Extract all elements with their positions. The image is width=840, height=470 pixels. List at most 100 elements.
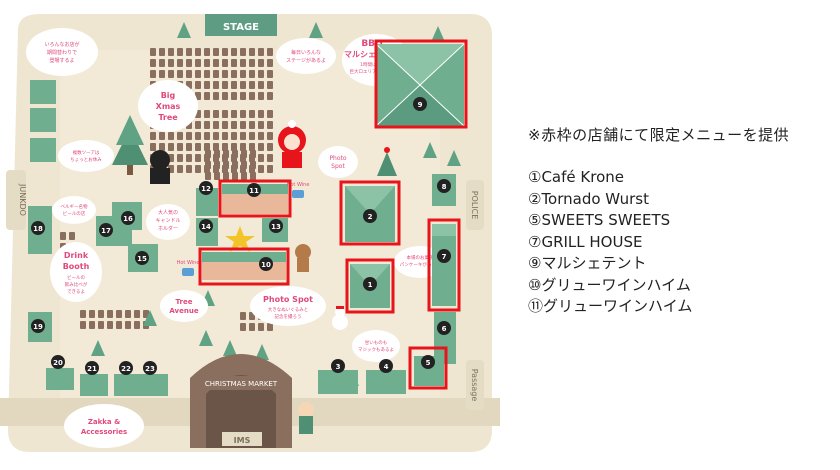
stall-badge-19[interactable]: 19	[31, 319, 45, 333]
stall-badge-14[interactable]: 14	[199, 219, 213, 233]
seat	[222, 81, 228, 89]
seat	[241, 150, 247, 158]
stall-badge-3[interactable]: 3	[331, 359, 345, 373]
seat	[213, 121, 219, 129]
stall-badge-7[interactable]: 7	[437, 249, 451, 263]
svg-text:CHRISTMAS MARKET: CHRISTMAS MARKET	[205, 380, 278, 388]
seat	[240, 70, 246, 78]
svg-text:Xmas: Xmas	[156, 102, 181, 111]
stall-row-bottom	[46, 368, 406, 396]
svg-text:Passage: Passage	[470, 369, 479, 402]
big-xmas-tree-icon	[112, 115, 148, 175]
seat	[69, 232, 75, 240]
seat	[258, 92, 264, 100]
star-decoration-icon	[225, 226, 255, 252]
seat	[205, 150, 211, 158]
seat	[232, 172, 238, 180]
legend-item: ⑩グリューワインハイム	[528, 275, 691, 294]
seat	[159, 48, 165, 56]
seat	[267, 323, 273, 331]
stall-badge-23[interactable]: 23	[143, 361, 157, 375]
svg-text:ちょっとお休み: ちょっとお休み	[70, 156, 102, 163]
seat	[168, 143, 174, 151]
seat	[231, 59, 237, 67]
stall-badge-2[interactable]: 2	[363, 209, 377, 223]
stall-badge-8[interactable]: 8	[437, 179, 451, 193]
seat	[195, 143, 201, 151]
bubble-top-left: いろんなお店が 期間替わりで 登場するよ	[26, 28, 98, 76]
seat	[258, 48, 264, 56]
stall-badge-5[interactable]: 5	[421, 355, 435, 369]
stall-badge-18[interactable]: 18	[31, 221, 45, 235]
stall-badge-4[interactable]: 4	[379, 359, 393, 373]
seat	[231, 70, 237, 78]
seat	[249, 323, 255, 331]
stall-badge-9[interactable]: 9	[413, 97, 427, 111]
svg-text:Spot: Spot	[331, 163, 345, 170]
street-sign-right-bottom: Passage	[466, 360, 484, 410]
stall-badge-10[interactable]: 10	[259, 257, 273, 271]
seat	[249, 92, 255, 100]
seat	[267, 132, 273, 140]
seat	[186, 143, 192, 151]
seat	[267, 154, 273, 162]
seat	[125, 310, 131, 318]
seat	[213, 48, 219, 56]
seat	[195, 48, 201, 56]
stall-badge-17[interactable]: 17	[99, 223, 113, 237]
stall-badge-6[interactable]: 6	[437, 321, 451, 335]
bubble-left-lower: ベルギー名物 ビールの店	[52, 196, 96, 224]
seat	[150, 143, 156, 151]
seat	[107, 310, 113, 318]
svg-text:いろんなお店が: いろんなお店が	[44, 41, 79, 48]
bubble-tree-avenue: Tree Avenue	[160, 290, 208, 322]
stall-badge-1[interactable]: 1	[363, 277, 377, 291]
seat	[258, 323, 264, 331]
seat	[186, 70, 192, 78]
seat	[168, 132, 174, 140]
seat	[204, 48, 210, 56]
bubble-bottom: 甘いものも マジックもあるよ	[352, 330, 400, 362]
stall-number: 21	[87, 365, 97, 373]
seat	[222, 110, 228, 118]
stall-badge-15[interactable]: 15	[135, 251, 149, 265]
seat	[258, 121, 264, 129]
seat	[195, 132, 201, 140]
svg-text:本場のお菓子: 本場のお菓子	[407, 254, 434, 261]
seat	[134, 310, 140, 318]
stall-badge-13[interactable]: 13	[269, 219, 283, 233]
stall-number: 14	[201, 223, 211, 231]
svg-text:Big: Big	[161, 91, 176, 100]
stall-number: 23	[145, 365, 155, 373]
legend-item: ②Tornado Wurst	[528, 189, 649, 208]
stall-badge-20[interactable]: 20	[51, 355, 65, 369]
seat	[249, 81, 255, 89]
bubble-photo-spot-1: Photo Spot	[318, 146, 358, 178]
svg-text:甘いものも: 甘いものも	[365, 339, 388, 346]
seat	[231, 121, 237, 129]
seat	[222, 70, 228, 78]
svg-text:Drink: Drink	[64, 251, 89, 260]
stall-7[interactable]	[432, 224, 456, 306]
svg-text:Tree: Tree	[176, 298, 193, 306]
tree-icon	[223, 340, 237, 356]
stall-badge-21[interactable]: 21	[85, 361, 99, 375]
seat	[222, 92, 228, 100]
legend-item: ⑨マルシェテント	[528, 254, 647, 272]
seat	[213, 110, 219, 118]
stall-10[interactable]	[202, 252, 286, 280]
tree-icon	[255, 344, 269, 360]
seat	[222, 143, 228, 151]
tree-icon	[447, 150, 461, 166]
stall-badge-11[interactable]: 11	[247, 183, 261, 197]
stall-badge-12[interactable]: 12	[199, 181, 213, 195]
svg-text:ステージがあるよ: ステージがあるよ	[286, 57, 326, 64]
seat	[249, 110, 255, 118]
seat	[204, 143, 210, 151]
stall-badge-16[interactable]: 16	[121, 211, 135, 225]
seat	[134, 321, 140, 329]
seat	[214, 161, 220, 169]
seat	[98, 310, 104, 318]
seat	[231, 92, 237, 100]
stall-badge-22[interactable]: 22	[119, 361, 133, 375]
